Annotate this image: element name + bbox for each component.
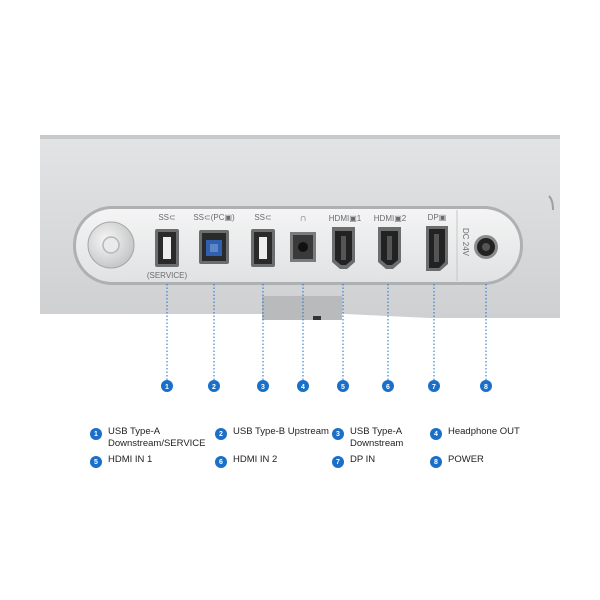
dp-label: DP▣ [428, 213, 447, 222]
service-label: (SERVICE) [147, 271, 188, 280]
legend-item-3: 3 USB Type-A Downstream [332, 426, 403, 450]
svg-text:8: 8 [484, 384, 488, 391]
svg-text:7: 7 [432, 384, 436, 391]
legend-label-5: HDMI IN 1 [108, 454, 153, 465]
svg-text:4: 4 [301, 384, 305, 391]
legend-badge-5: 5 [90, 456, 102, 468]
legend-badge-6: 6 [215, 456, 227, 468]
legend-label-7: DP IN [350, 454, 376, 465]
usb-b-port [199, 230, 229, 264]
legend-badge-2: 2 [215, 428, 227, 440]
usb-a-1-label: SS⊂ [158, 213, 175, 222]
usb-a-2-label: SS⊂ [254, 213, 271, 222]
hdmi-port-2 [378, 227, 401, 269]
svg-text:1: 1 [165, 384, 169, 391]
legend-label-2: USB Type-B Upstream [233, 426, 329, 437]
svg-text:2: 2 [212, 384, 216, 391]
stand-mount [262, 296, 342, 320]
usb-a-port-1 [155, 229, 179, 267]
legend-label-3: USB Type-A Downstream [350, 426, 404, 449]
legend-item-4: 4 Headphone OUT [430, 426, 520, 440]
legend-item-8: 8 POWER [430, 454, 484, 468]
legend-item-1: 1 USB Type-A Downstream/SERVICE [90, 426, 206, 450]
hdmi-2-label: HDMI▣2 [374, 214, 407, 223]
hdmi-1-label: HDMI▣1 [329, 214, 362, 223]
svg-text:5: 5 [341, 384, 345, 391]
port-legend: 1 USB Type-A Downstream/SERVICE 2 USB Ty… [90, 426, 550, 496]
usb-b-label: SS⊂(PC▣) [193, 213, 235, 222]
callout-marker-6: 6 [382, 380, 394, 392]
stand-latch [313, 316, 321, 320]
dc-power-jack [474, 235, 498, 259]
callout-marker-3: 3 [257, 380, 269, 392]
svg-text:3: 3 [261, 384, 265, 391]
callout-marker-1: 1 [161, 380, 173, 392]
callout-marker-5: 5 [337, 380, 349, 392]
callout-marker-7: 7 [428, 380, 440, 392]
power-joystick-button[interactable] [87, 221, 135, 269]
legend-badge-3: 3 [332, 428, 344, 440]
legend-label-4: Headphone OUT [448, 426, 520, 437]
hdmi-port-1 [332, 227, 355, 269]
legend-badge-4: 4 [430, 428, 442, 440]
svg-text:6: 6 [386, 384, 390, 391]
legend-item-2: 2 USB Type-B Upstream [215, 426, 329, 440]
legend-label-1: USB Type-A Downstream/SERVICE [108, 426, 206, 449]
legend-badge-1: 1 [90, 428, 102, 440]
legend-badge-8: 8 [430, 456, 442, 468]
legend-label-8: POWER [448, 454, 484, 465]
dc-24v-label: DC 24V [461, 228, 470, 257]
displayport-port [426, 226, 448, 271]
legend-badge-7: 7 [332, 456, 344, 468]
callout-marker-2: 2 [208, 380, 220, 392]
legend-label-6: HDMI IN 2 [233, 454, 278, 465]
legend-item-6: 6 HDMI IN 2 [215, 454, 277, 468]
legend-item-5: 5 HDMI IN 1 [90, 454, 152, 468]
headphone-icon: ∩ [299, 213, 306, 224]
headphone-jack [290, 232, 316, 262]
callout-marker-8: 8 [480, 380, 492, 392]
usb-a-port-2 [251, 229, 275, 267]
legend-item-7: 7 DP IN [332, 454, 375, 468]
callout-marker-4: 4 [297, 380, 309, 392]
